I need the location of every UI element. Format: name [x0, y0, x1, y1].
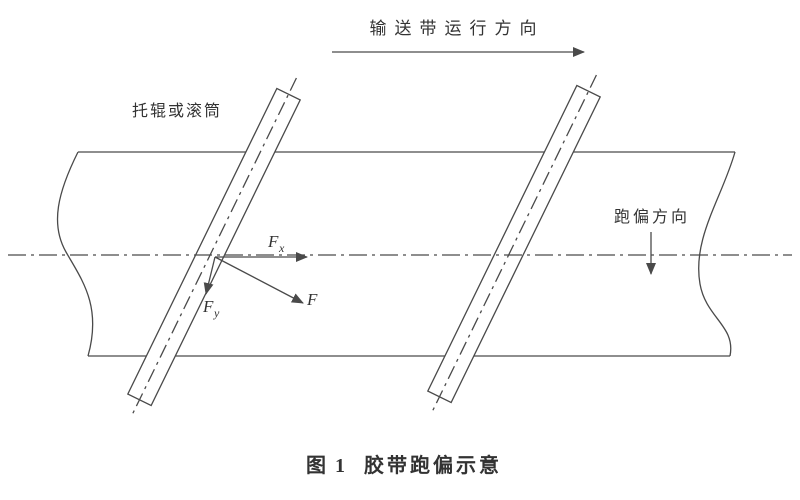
roller-left-axis-line [131, 77, 297, 417]
force-fy-arrow [203, 256, 216, 295]
roller-right-body [426, 84, 602, 404]
diagram-labels: 输送带运行方向 托辊或滚筒 跑偏方向 F x F y F 图 1 胶带跑偏示意 [132, 19, 690, 477]
roller-label: 托辊或滚筒 [132, 102, 222, 120]
belt-right-break-line [698, 151, 736, 357]
belt-direction-label: 输送带运行方向 [370, 19, 545, 38]
deviation-direction-label: 跑偏方向 [614, 208, 690, 226]
force-fy-subscript: y [213, 306, 220, 320]
force-fy-label: F [202, 297, 214, 316]
roller-right-axis-line [431, 74, 597, 414]
roller-left [126, 77, 302, 417]
force-f-label: F [306, 290, 318, 309]
force-f-arrow [214, 256, 304, 304]
figure-caption-title: 胶带跑偏示意 [364, 453, 502, 477]
belt-left-break-line [56, 151, 94, 357]
roller-right [426, 74, 602, 414]
figure-caption-number: 图 1 [306, 454, 347, 477]
force-fx-label: F [267, 232, 279, 251]
force-fx-subscript: x [278, 241, 285, 255]
diagram-linework [8, 47, 792, 417]
